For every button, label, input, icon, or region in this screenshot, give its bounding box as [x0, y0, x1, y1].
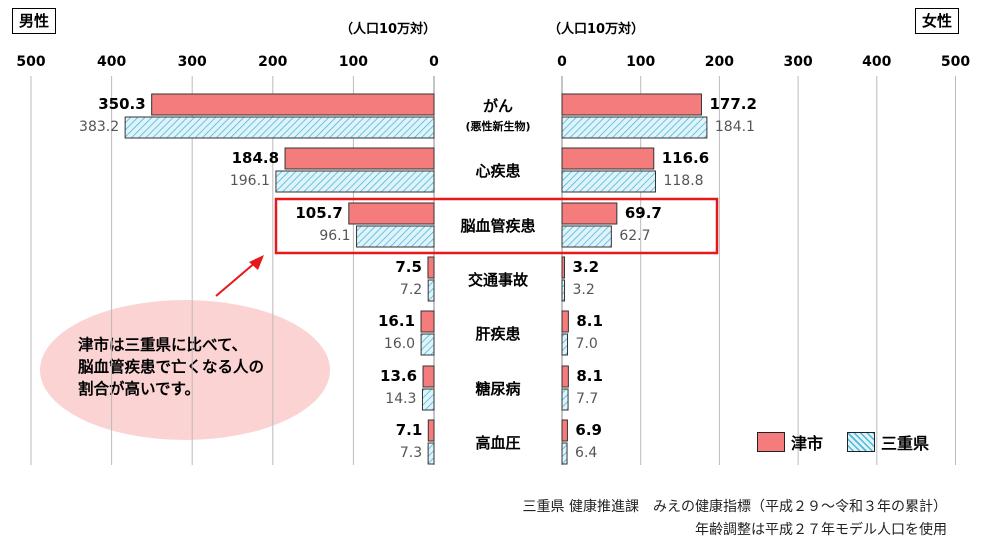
male-tsu-bar — [420, 310, 435, 333]
male-mie-value: 383.2 — [79, 119, 120, 135]
male-mie-bar — [124, 116, 435, 139]
female-mie-bar — [561, 170, 656, 193]
male-mie-value: 16.0 — [383, 336, 416, 352]
female-mie-value: 62.7 — [619, 228, 651, 244]
male-mie-value: 7.2 — [399, 282, 423, 298]
male-tsu-bar — [151, 93, 435, 116]
male-tsu-value: 16.1 — [378, 312, 416, 330]
female-mie-value: 7.7 — [576, 391, 599, 407]
callout-text: 津市は三重県に比べて、 脳血管疾患で亡くなる人の 割合が高いです。 — [78, 336, 265, 398]
legend-label-mie: 三重県 — [881, 434, 930, 453]
female-mie-value: 184.1 — [714, 119, 755, 135]
male-tsu-value: 13.6 — [380, 367, 418, 385]
category-label: 高血圧 — [475, 434, 521, 452]
female-tick-label: 100 — [626, 54, 656, 70]
footer-note: 年齢調整は平成２７年モデル人口を使用 — [695, 522, 947, 538]
female-tsu-value: 177.2 — [709, 95, 757, 113]
male-tick-label: 0 — [429, 54, 439, 70]
female-mie-value: 3.2 — [572, 282, 595, 298]
male-mie-value: 196.1 — [229, 173, 270, 189]
male-tsu-bar — [427, 419, 435, 442]
female-tsu-value: 69.7 — [624, 204, 662, 222]
female-mie-bar — [561, 279, 566, 302]
female-tsu-bar — [561, 310, 569, 333]
female-tsu-bar — [561, 256, 566, 279]
female-tick-label: 0 — [557, 54, 567, 70]
male-tick-label: 400 — [96, 54, 127, 70]
female-tsu-bar — [561, 202, 618, 225]
female-tsu-bar — [561, 93, 702, 116]
legend-label-tsu: 津市 — [791, 434, 824, 453]
category-label: 交通事故 — [467, 271, 528, 289]
male-tick-label: 200 — [258, 54, 288, 70]
male-tsu-bar — [427, 256, 435, 279]
male-tick-label: 300 — [177, 54, 207, 70]
female-panel-label: 女性 — [915, 8, 960, 34]
male-mie-bar — [427, 279, 435, 302]
female-tick-label: 300 — [783, 54, 813, 70]
male-mie-value: 14.3 — [385, 391, 417, 407]
male-tsu-bar — [348, 202, 435, 225]
female-mie-value: 118.8 — [663, 173, 704, 189]
category-label: 脳血管疾患 — [460, 217, 536, 235]
female-tsu-bar — [561, 419, 568, 442]
male-tsu-value: 184.8 — [231, 149, 280, 167]
female-mie-bar — [561, 388, 569, 411]
female-mie-bar — [561, 225, 612, 248]
legend-swatch-tsu — [757, 432, 785, 452]
male-mie-value: 96.1 — [319, 228, 351, 244]
legend-item-mie: 三重県 — [847, 430, 929, 454]
female-tsu-value: 6.9 — [575, 421, 602, 439]
male-mie-value: 7.3 — [399, 445, 423, 461]
male-tick-label: 500 — [16, 54, 46, 70]
male-panel-label: 男性 — [12, 8, 57, 34]
highlight-box — [274, 197, 719, 255]
male-unit-label: （人口10万対） — [340, 22, 437, 37]
female-unit-label: （人口10万対） — [548, 22, 645, 37]
male-tsu-value: 7.1 — [395, 421, 423, 439]
male-tsu-value: 7.5 — [395, 258, 422, 276]
female-tsu-value: 116.6 — [661, 149, 710, 167]
female-mie-bar — [561, 442, 568, 465]
male-mie-bar — [427, 442, 435, 465]
male-tsu-bar — [284, 147, 435, 170]
category-label: がん — [482, 97, 513, 115]
category-label: 糖尿病 — [475, 380, 521, 398]
category-label: 肝疾患 — [475, 325, 521, 343]
male-tsu-value: 105.7 — [295, 204, 343, 222]
male-tsu-bar — [422, 365, 435, 388]
male-mie-bar — [356, 225, 435, 248]
legend-item-tsu: 津市 — [757, 430, 823, 454]
female-tsu-bar — [561, 365, 569, 388]
male-mie-bar — [420, 333, 435, 356]
female-tick-label: 400 — [862, 54, 892, 70]
category-sublabel: (悪性新生物) — [465, 120, 531, 133]
callout-arrow-head — [249, 255, 264, 270]
category-label: 心疾患 — [475, 162, 521, 180]
male-mie-bar — [275, 170, 435, 193]
female-tick-label: 500 — [940, 54, 971, 70]
female-tick-label: 200 — [704, 54, 735, 70]
female-tsu-value: 8.1 — [576, 367, 603, 385]
male-tsu-value: 350.3 — [98, 95, 146, 113]
female-tsu-bar — [561, 147, 655, 170]
female-mie-bar — [561, 333, 569, 356]
callout-arrow — [215, 261, 257, 297]
footer-source: 三重県 健康推進課 みえの健康指標（平成２９～令和３年の累計） — [522, 499, 947, 515]
female-mie-bar — [561, 116, 708, 139]
male-mie-bar — [421, 388, 435, 411]
female-tsu-value: 8.1 — [576, 312, 603, 330]
female-tsu-value: 3.2 — [572, 258, 600, 276]
callout-bubble — [40, 300, 330, 440]
female-mie-value: 7.0 — [575, 336, 598, 352]
female-mie-value: 6.4 — [575, 445, 598, 461]
legend-swatch-mie — [847, 432, 875, 452]
male-tick-label: 100 — [338, 54, 369, 70]
